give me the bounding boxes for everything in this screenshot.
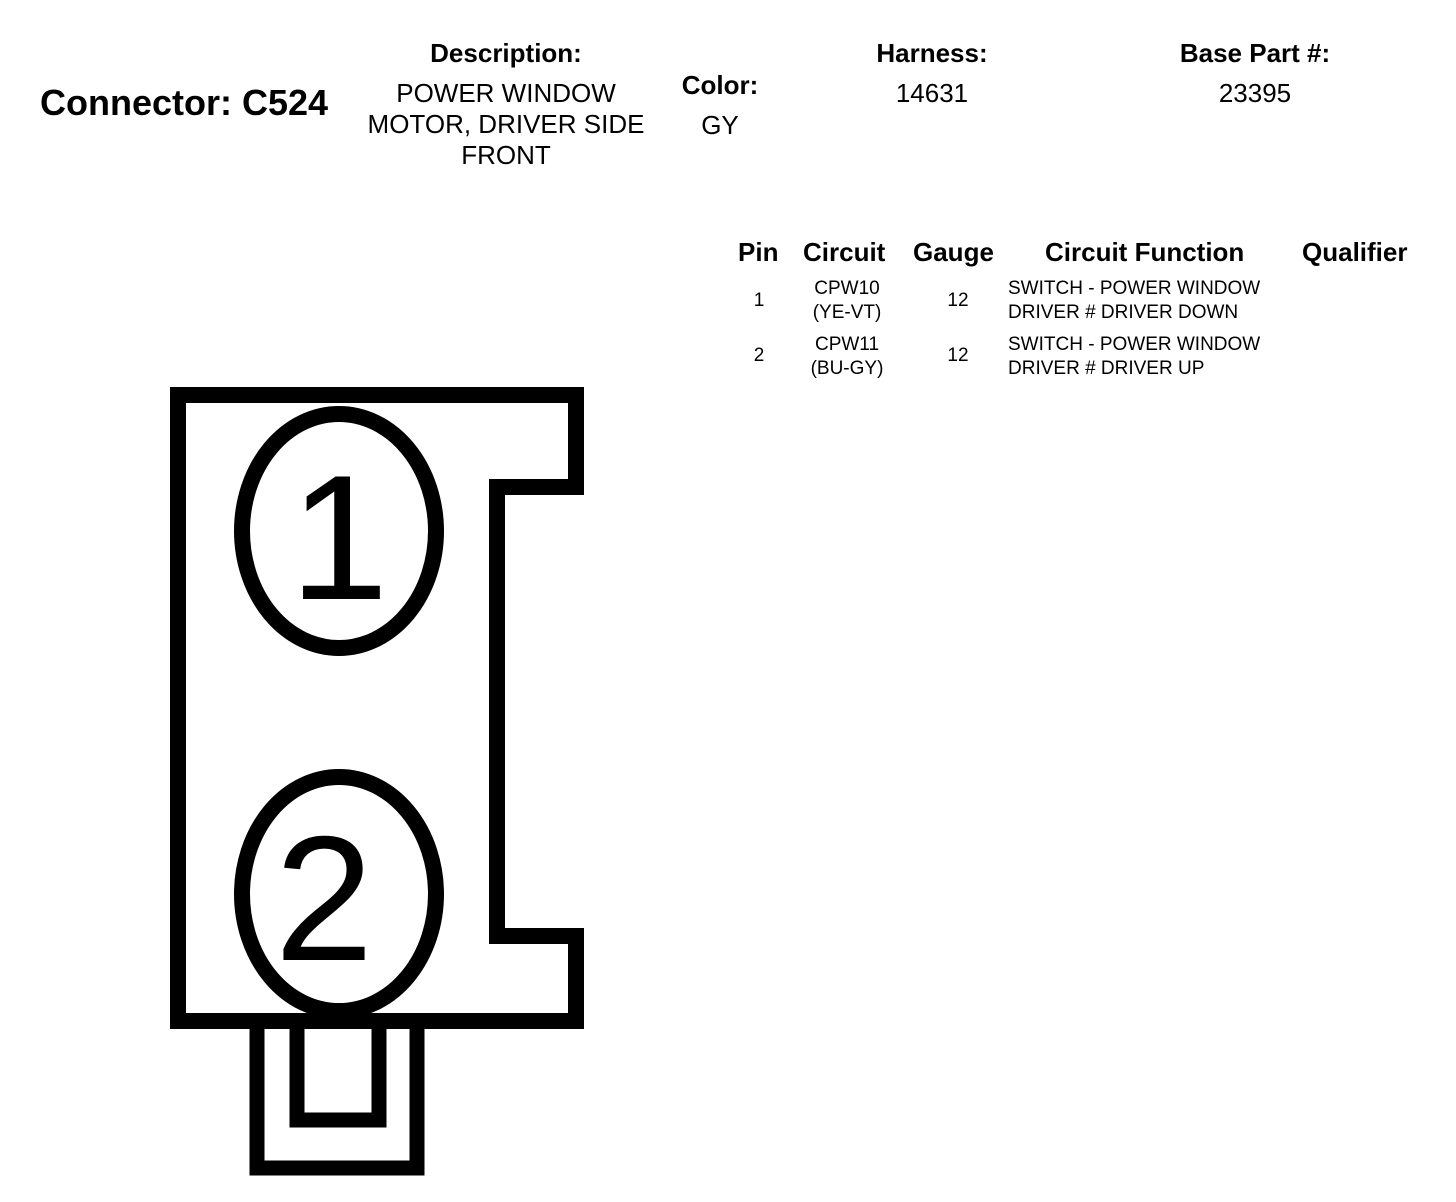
row-2-function-line-1: SWITCH - POWER WINDOW	[1008, 334, 1261, 355]
pin-1-cavity	[234, 406, 444, 656]
circuit-function-column-header: Circuit Function	[1045, 237, 1245, 267]
base-part-label: Base Part #:	[1179, 38, 1331, 68]
row-2-pin: 2	[753, 345, 765, 366]
row-2-gauge: 12	[947, 345, 969, 366]
qualifier-column-header: Qualifier	[1302, 237, 1408, 267]
row-2-function-line-2: DRIVER # DRIVER UP	[1008, 358, 1205, 379]
row-1-function-line-1: SWITCH - POWER WINDOW	[1008, 278, 1261, 299]
row-1-gauge: 12	[947, 290, 969, 311]
pin-2-label: 2	[275, 799, 374, 998]
connector-title: Connector: C524	[40, 82, 329, 123]
row-2-wire-color: (BU-GY)	[810, 358, 884, 379]
row-2-circuit-id: CPW11	[814, 334, 880, 355]
lock-tab-outer	[249, 1021, 425, 1176]
description-line-3: FRONT	[461, 140, 551, 170]
circuit-column-header: Circuit	[803, 237, 886, 267]
color-label: Color:	[681, 70, 759, 100]
color-value: GY	[701, 110, 739, 140]
row-1-wire-color: (YE-VT)	[812, 302, 882, 323]
row-1-circuit-id: CPW10	[814, 278, 880, 299]
pin-2-cavity	[234, 769, 444, 1019]
description-label: Description:	[430, 38, 582, 68]
pin-1-label: 1	[290, 438, 389, 637]
row-2-function: SWITCH - POWER WINDOW DRIVER # DRIVER UP	[1008, 333, 1260, 381]
row-2-circuit: CPW11 (BU-GY)	[797, 333, 897, 381]
row-1-function-line-2: DRIVER # DRIVER DOWN	[1008, 302, 1239, 323]
description-value: POWER WINDOW MOTOR, DRIVER SIDE FRONT	[345, 78, 667, 171]
description-line-2: MOTOR, DRIVER SIDE	[367, 109, 645, 139]
base-part-value: 23395	[1218, 78, 1292, 108]
harness-value: 14631	[895, 78, 969, 108]
lock-tab-inner	[289, 1021, 387, 1128]
row-1-function: SWITCH - POWER WINDOW DRIVER # DRIVER DO…	[1008, 277, 1260, 325]
description-line-1: POWER WINDOW	[396, 78, 616, 108]
gauge-column-header: Gauge	[913, 237, 994, 267]
row-1-pin: 1	[753, 290, 765, 311]
row-1-circuit: CPW10 (YE-VT)	[797, 277, 897, 325]
harness-label: Harness:	[876, 38, 988, 68]
connector-body-outline	[170, 387, 584, 1029]
pin-column-header: Pin	[738, 237, 779, 267]
